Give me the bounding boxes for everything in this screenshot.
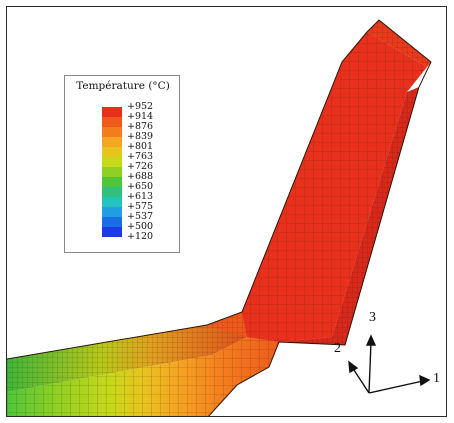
axis-1-label: 1 — [433, 371, 440, 386]
legend-label: +726 — [127, 161, 154, 172]
legend-label: +120 — [127, 231, 154, 242]
legend-label: +688 — [127, 171, 154, 182]
legend-label: +613 — [127, 191, 154, 202]
figure-frame: 3 2 1 Température (°C) +952 +914 +876 +8… — [6, 6, 447, 417]
legend-swatch — [102, 197, 122, 207]
legend-swatch — [102, 167, 122, 177]
legend-swatch — [102, 207, 122, 217]
legend-swatch — [102, 157, 122, 167]
legend-swatch — [102, 127, 122, 137]
legend-label: +839 — [127, 131, 154, 142]
legend-swatch — [102, 137, 122, 147]
legend-label: +876 — [127, 121, 154, 132]
legend-swatch — [102, 117, 122, 127]
legend-swatch — [102, 147, 122, 157]
legend-label: +914 — [127, 111, 154, 122]
axis-3-label: 3 — [369, 310, 376, 325]
axis-triad — [348, 334, 431, 394]
legend-title: Température (°C) — [76, 80, 170, 92]
temperature-legend: Température (°C) +952 +914 +876 +839 +80… — [64, 75, 180, 253]
fem-mesh — [7, 19, 432, 416]
legend-swatch — [102, 107, 122, 117]
legend-label: +537 — [127, 211, 154, 222]
legend-label: +575 — [127, 201, 154, 212]
legend-label: +500 — [127, 221, 154, 232]
legend-label: +801 — [127, 141, 154, 152]
legend-swatch — [102, 187, 122, 197]
legend-swatch — [102, 177, 122, 187]
legend-swatch — [102, 227, 122, 237]
legend-label: +650 — [127, 181, 154, 192]
axis-2-label: 2 — [334, 341, 341, 356]
legend-label: +763 — [127, 151, 154, 162]
legend-label: +952 — [127, 101, 154, 112]
legend-swatch — [102, 217, 122, 227]
